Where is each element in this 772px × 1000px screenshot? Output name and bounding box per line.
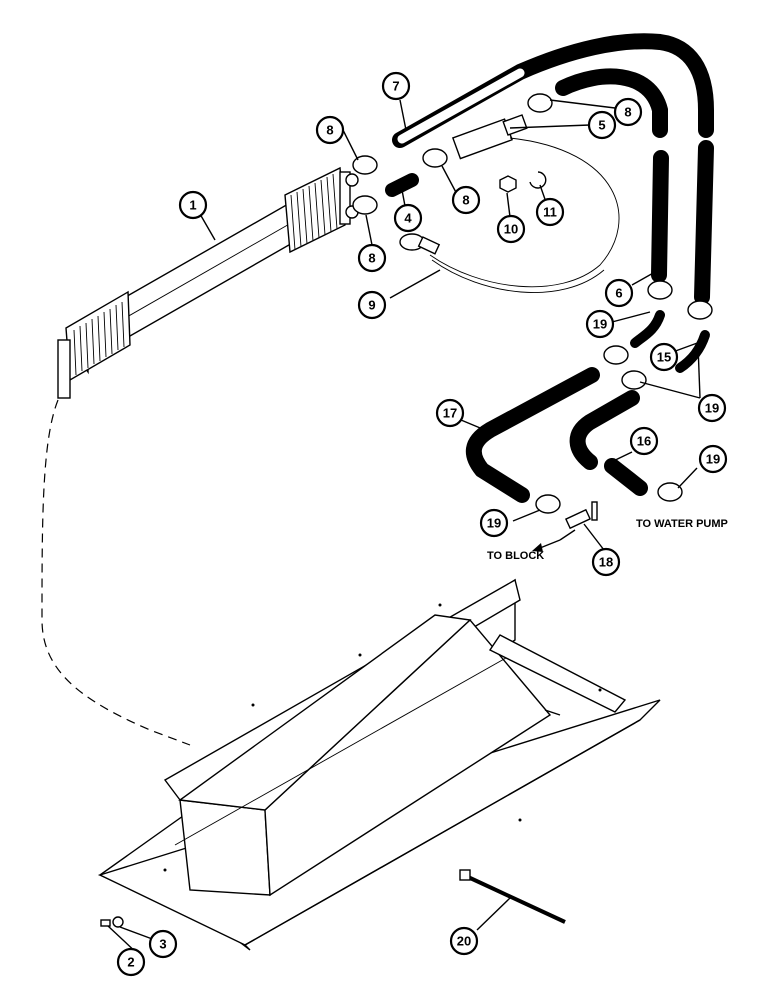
svg-text:19: 19 bbox=[593, 317, 607, 332]
svg-text:19: 19 bbox=[487, 516, 501, 531]
callout-16: 16 bbox=[629, 426, 659, 456]
svg-text:19: 19 bbox=[706, 452, 720, 467]
nut-and-clip bbox=[499, 171, 547, 193]
cable-tie bbox=[459, 869, 566, 924]
callout-19-b: 19 bbox=[697, 393, 727, 423]
callout-7: 7 bbox=[381, 71, 411, 101]
svg-text:5: 5 bbox=[598, 118, 605, 133]
svg-text:8: 8 bbox=[462, 193, 469, 208]
to-block-label: TO BLOCK bbox=[487, 550, 544, 562]
callout-2: 2 bbox=[116, 947, 146, 977]
callout-10: 10 bbox=[496, 214, 526, 244]
callout-19-a: 19 bbox=[585, 309, 615, 339]
to-block-arrow bbox=[539, 539, 561, 549]
callout-3: 3 bbox=[148, 929, 178, 959]
svg-text:9: 9 bbox=[368, 298, 375, 313]
svg-text:8: 8 bbox=[624, 105, 631, 120]
svg-text:2: 2 bbox=[127, 955, 134, 970]
svg-text:7: 7 bbox=[392, 79, 399, 94]
control-valve bbox=[451, 114, 528, 160]
svg-text:18: 18 bbox=[599, 555, 613, 570]
callout-19-c: 19 bbox=[479, 508, 509, 538]
hose-clamps bbox=[352, 93, 713, 514]
callout-8-d: 8 bbox=[613, 97, 643, 127]
to-block-arrowhead bbox=[532, 543, 543, 552]
callout-4: 4 bbox=[393, 203, 423, 233]
elbow-fittings bbox=[630, 310, 710, 373]
svg-text:16: 16 bbox=[637, 434, 651, 449]
callout-15: 15 bbox=[649, 342, 679, 372]
svg-text:1: 1 bbox=[189, 198, 196, 213]
callout-17: 17 bbox=[435, 398, 465, 428]
drain-valve bbox=[564, 501, 598, 530]
heater-core bbox=[57, 166, 359, 399]
svg-text:3: 3 bbox=[159, 937, 166, 952]
control-cable bbox=[429, 137, 620, 288]
hoses bbox=[385, 33, 714, 503]
svg-text:19: 19 bbox=[705, 401, 719, 416]
callout-8-b: 8 bbox=[357, 243, 387, 273]
heater-housing bbox=[98, 578, 661, 951]
callout-18: 18 bbox=[591, 547, 621, 577]
routing-dashed-line bbox=[41, 399, 191, 746]
control-knob bbox=[399, 233, 441, 255]
svg-text:4: 4 bbox=[404, 211, 412, 226]
svg-text:8: 8 bbox=[368, 251, 375, 266]
svg-text:8: 8 bbox=[326, 123, 333, 138]
callout-1: 1 bbox=[178, 190, 208, 220]
svg-text:17: 17 bbox=[443, 406, 457, 421]
callout-9: 9 bbox=[357, 290, 387, 320]
svg-text:6: 6 bbox=[615, 286, 622, 301]
svg-text:11: 11 bbox=[543, 205, 557, 220]
callout-11: 11 bbox=[535, 197, 565, 227]
svg-text:15: 15 bbox=[657, 350, 671, 365]
core-fins-right bbox=[284, 166, 351, 254]
svg-text:10: 10 bbox=[504, 222, 518, 237]
callout-20: 20 bbox=[449, 926, 479, 956]
callout-6: 6 bbox=[604, 278, 634, 308]
callout-5: 5 bbox=[587, 110, 617, 140]
core-fins-left bbox=[57, 290, 131, 399]
callout-19-d: 19 bbox=[698, 444, 728, 474]
screw-and-washer bbox=[100, 916, 124, 928]
callout-8-c: 8 bbox=[451, 185, 481, 215]
svg-text:20: 20 bbox=[457, 934, 471, 949]
to-water-pump-label: TO WATER PUMP bbox=[636, 518, 728, 530]
callout-8-a: 8 bbox=[315, 115, 345, 145]
